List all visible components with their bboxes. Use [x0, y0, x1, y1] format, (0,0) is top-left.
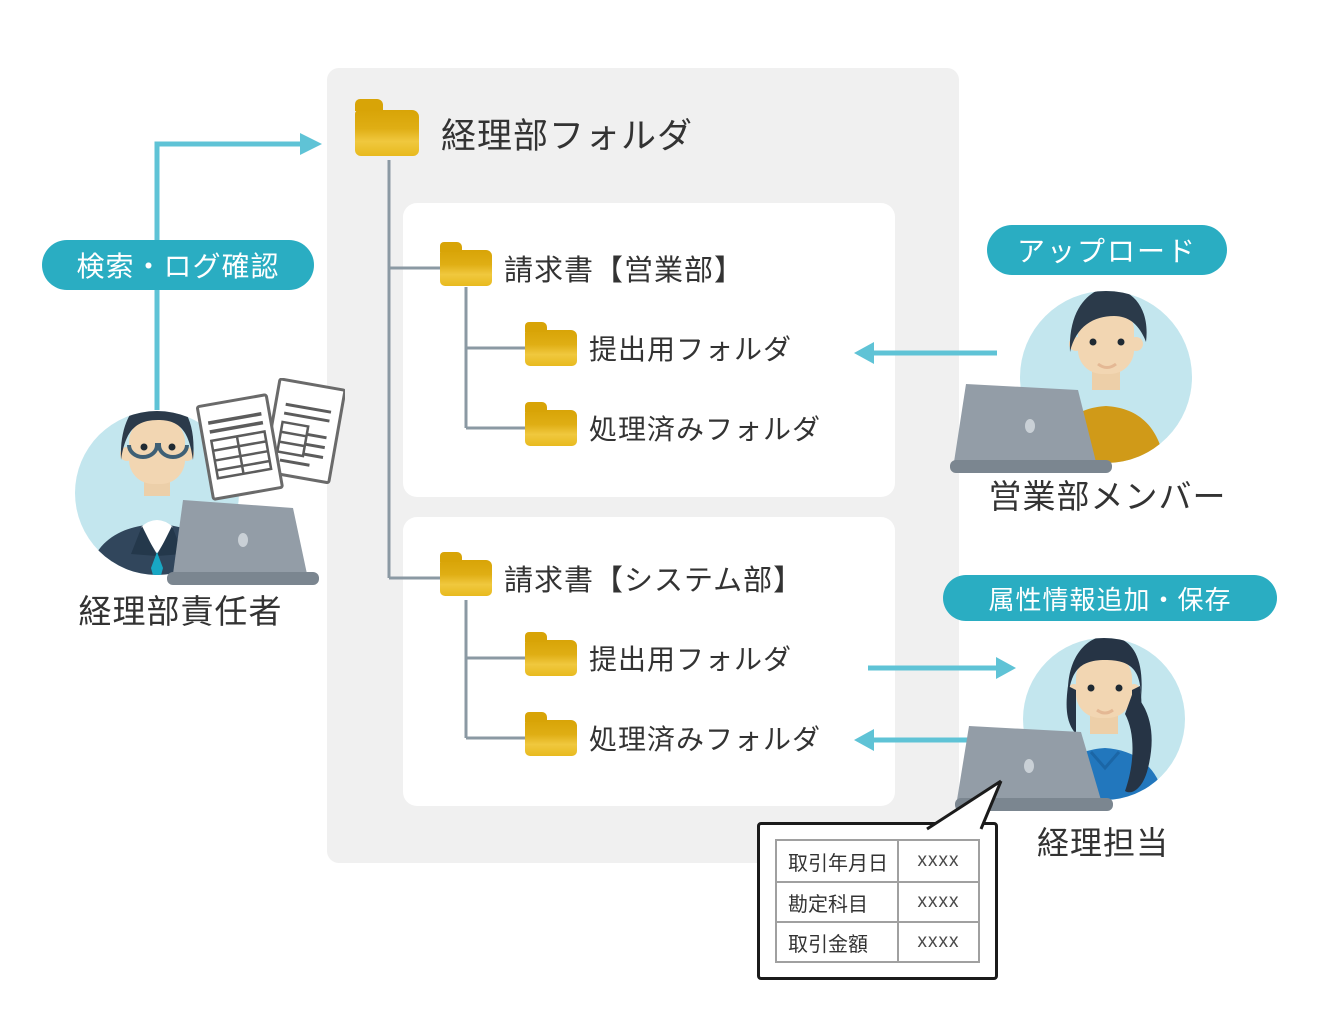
hair	[1069, 291, 1147, 352]
manager-illustration	[75, 378, 345, 585]
folder-label: 請求書【システム部】	[504, 565, 804, 597]
row-value: xxxx	[917, 850, 960, 871]
documents-icon	[196, 378, 345, 501]
row-value: xxxx	[917, 891, 960, 912]
sales-invoice-folder-row: 請求書【営業部】	[440, 242, 745, 291]
eye	[140, 443, 148, 451]
eye	[1115, 684, 1123, 692]
collar	[1089, 751, 1121, 771]
folder-icon	[525, 632, 577, 676]
sales-member-label: 営業部メンバー	[988, 478, 1227, 515]
table-row: 取引金額 xxxx	[777, 921, 978, 961]
folder-icon	[525, 712, 577, 756]
row-label: 勘定科目	[777, 883, 899, 921]
sales-submit-folder-row: 提出用フォルダ	[525, 322, 793, 371]
folder-label: 処理済みフォルダ	[589, 414, 822, 445]
system-processed-folder-row: 処理済みフォルダ	[525, 712, 822, 761]
folder-icon	[525, 402, 577, 446]
lapel	[131, 526, 157, 556]
manager-label: 経理部責任者	[78, 593, 283, 630]
search-log-badge: 検索・ログ確認	[42, 240, 314, 290]
laptop-icon	[167, 500, 319, 585]
face	[1076, 654, 1132, 718]
glasses-icon	[127, 443, 189, 459]
row-value: xxxx	[917, 931, 960, 952]
sales-member-illustration	[950, 291, 1192, 473]
face	[1078, 306, 1134, 374]
shirt	[141, 520, 173, 554]
ponytail	[1125, 692, 1152, 793]
sales-processed-folder-row: 処理済みフォルダ	[525, 402, 822, 451]
eye	[1089, 338, 1097, 346]
hair	[1067, 638, 1142, 698]
eye	[1117, 338, 1125, 346]
table-row: 勘定科目 xxxx	[777, 881, 978, 921]
eye	[168, 443, 176, 451]
arrowhead-right-icon	[300, 133, 322, 155]
folder-label: 提出用フォルダ	[589, 334, 793, 365]
root-folder-row: 経理部フォルダ	[355, 99, 694, 162]
accounting-staff-illustration	[955, 638, 1185, 811]
folder-icon	[355, 99, 419, 156]
folder-icon	[440, 242, 492, 286]
root-folder-label: 経理部フォルダ	[441, 116, 694, 156]
row-label: 取引金額	[777, 923, 899, 961]
upload-badge: アップロード	[987, 225, 1227, 275]
folder-icon	[440, 552, 492, 596]
tie	[151, 552, 163, 575]
metadata-callout: 取引年月日 xxxx 勘定科目 xxxx 取引金額 xxxx	[757, 822, 998, 980]
table-row: 取引年月日 xxxx	[777, 841, 978, 881]
attribute-save-badge: 属性情報追加・保存	[943, 575, 1277, 621]
folder-label: 処理済みフォルダ	[589, 724, 822, 755]
eye	[1087, 684, 1095, 692]
chin-line	[1096, 708, 1114, 715]
row-label: 取引年月日	[777, 841, 899, 881]
hair-side	[1066, 686, 1076, 734]
folder-label: 提出用フォルダ	[589, 644, 793, 675]
system-invoice-folder-row: 請求書【システム部】	[440, 552, 804, 601]
accounting-staff-label: 経理担当	[1036, 825, 1169, 861]
folder-label: 請求書【営業部】	[504, 255, 745, 287]
metadata-table: 取引年月日 xxxx 勘定科目 xxxx 取引金額 xxxx	[775, 839, 980, 963]
laptop-icon	[950, 384, 1112, 473]
system-submit-folder-row: 提出用フォルダ	[525, 632, 793, 681]
folder-icon	[525, 322, 577, 366]
chin-line	[1097, 362, 1117, 369]
